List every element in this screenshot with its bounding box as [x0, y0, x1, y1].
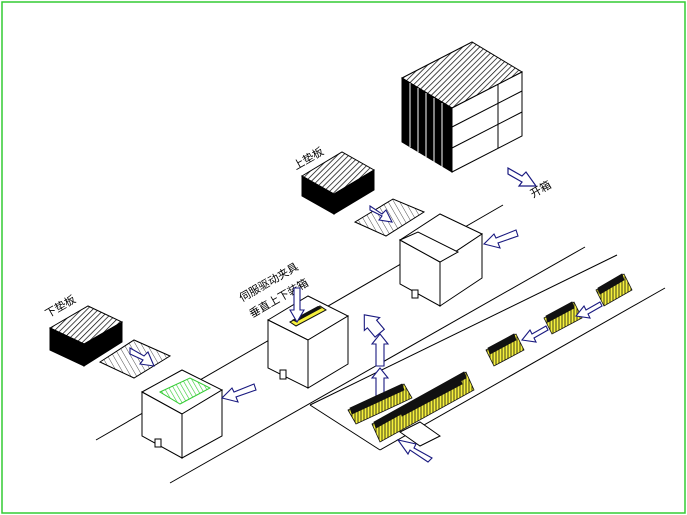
pusher-arrow-icon: [396, 439, 433, 463]
box-stack-icon: [400, 41, 524, 173]
box-right: [398, 213, 484, 307]
arrow-to-left-box-icon: [220, 383, 257, 403]
upper-pad-block-icon: [301, 151, 375, 215]
gripper-down-arrow-icon: [289, 287, 305, 324]
lift-arrow-vertical-icon: [370, 333, 390, 397]
pusher-block: [399, 421, 441, 447]
box-left: [140, 369, 224, 459]
lower-pad-block-icon: [48, 305, 124, 367]
lower-pad-arrow-icon: [129, 347, 155, 367]
product-bundle-group-main: [347, 371, 475, 443]
box-middle: [266, 295, 350, 389]
open-box-arrow-icon: [507, 166, 538, 187]
lower-pad-sheet: [98, 339, 172, 379]
arrow-to-right-box-icon: [482, 229, 519, 249]
conveyor-arrow-2-icon: [574, 301, 603, 319]
upper-pad-arrow-icon: [369, 204, 393, 223]
lift-arrow-upper-icon: [363, 314, 386, 338]
product-bundle-2: [485, 333, 525, 367]
product-bundle-3: [543, 301, 583, 335]
conveyor-arrow-1-icon: [520, 325, 549, 343]
product-bundle-4: [595, 273, 633, 307]
box-left-green-pad: [158, 377, 212, 405]
